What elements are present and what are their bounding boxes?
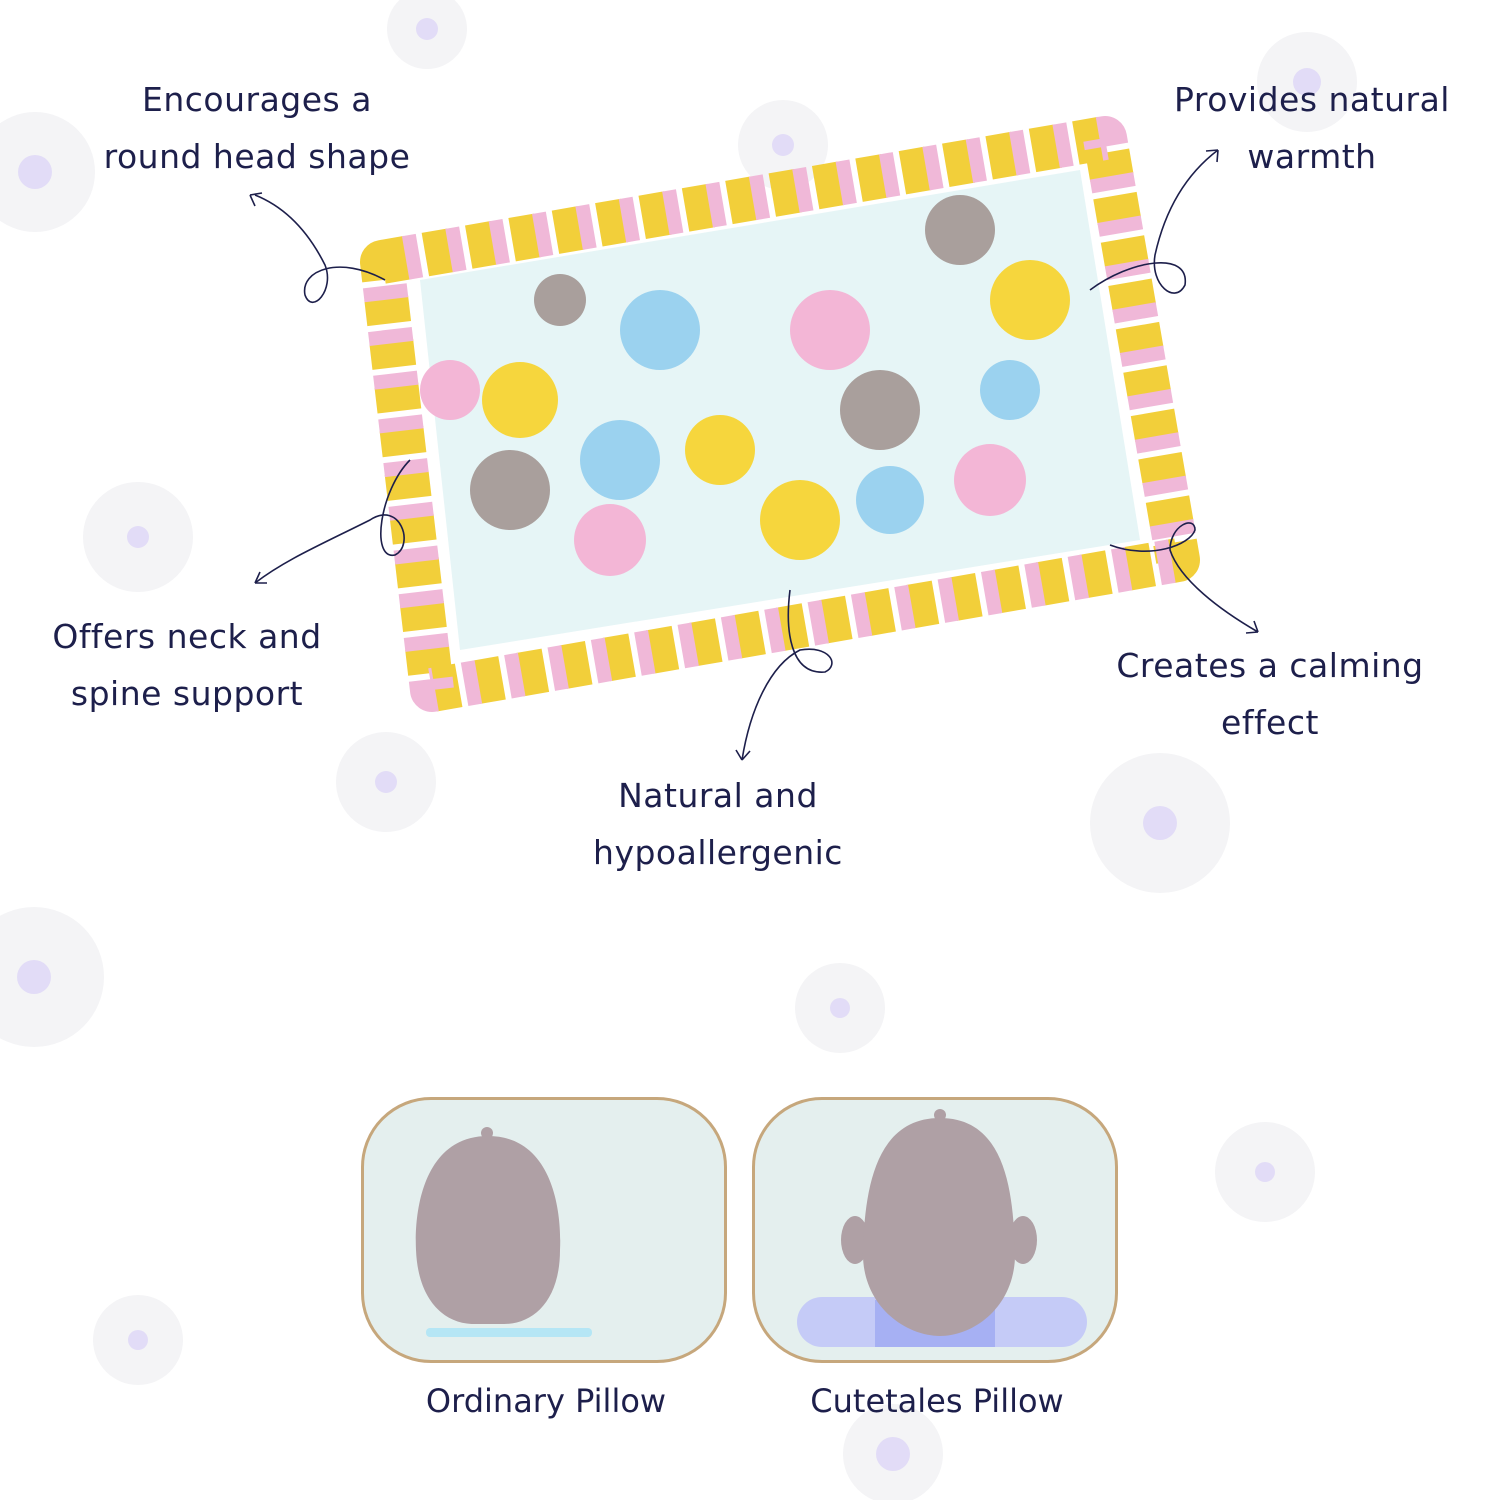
- feature-round-head: Encourages a round head shape: [104, 71, 411, 185]
- feature-line: Offers neck and: [52, 617, 322, 656]
- feature-line: round head shape: [103, 137, 411, 176]
- feature-line: Natural and: [618, 776, 818, 815]
- flat-head-illustration: [415, 1127, 592, 1337]
- feature-line: spine support: [70, 674, 304, 713]
- ordinary-pillow-label: Ordinary Pillow: [425, 1382, 667, 1420]
- feature-hypoallergenic: Natural and hypoallergenic: [593, 767, 843, 881]
- cutetales-pillow-label: Cutetales Pillow: [810, 1382, 1064, 1420]
- feature-neck-support: Offers neck and spine support: [52, 608, 321, 722]
- pillow-pattern: [420, 195, 1070, 576]
- feature-line: Encourages a: [142, 80, 372, 119]
- feature-calming: Creates a calming effect: [1116, 637, 1423, 751]
- cutetales-pillow-card: [752, 1097, 1118, 1363]
- feature-line: Provides natural: [1174, 80, 1450, 119]
- ordinary-pillow-card: [361, 1097, 727, 1363]
- round-head-illustration: [797, 1109, 1087, 1347]
- feature-line: effect: [1221, 703, 1319, 742]
- feature-line: Creates a calming: [1116, 646, 1424, 685]
- feature-warmth: Provides natural warmth: [1174, 71, 1450, 185]
- feature-line: warmth: [1247, 137, 1377, 176]
- annotation-arrows: [249, 149, 1259, 761]
- feature-line: hypoallergenic: [593, 833, 843, 872]
